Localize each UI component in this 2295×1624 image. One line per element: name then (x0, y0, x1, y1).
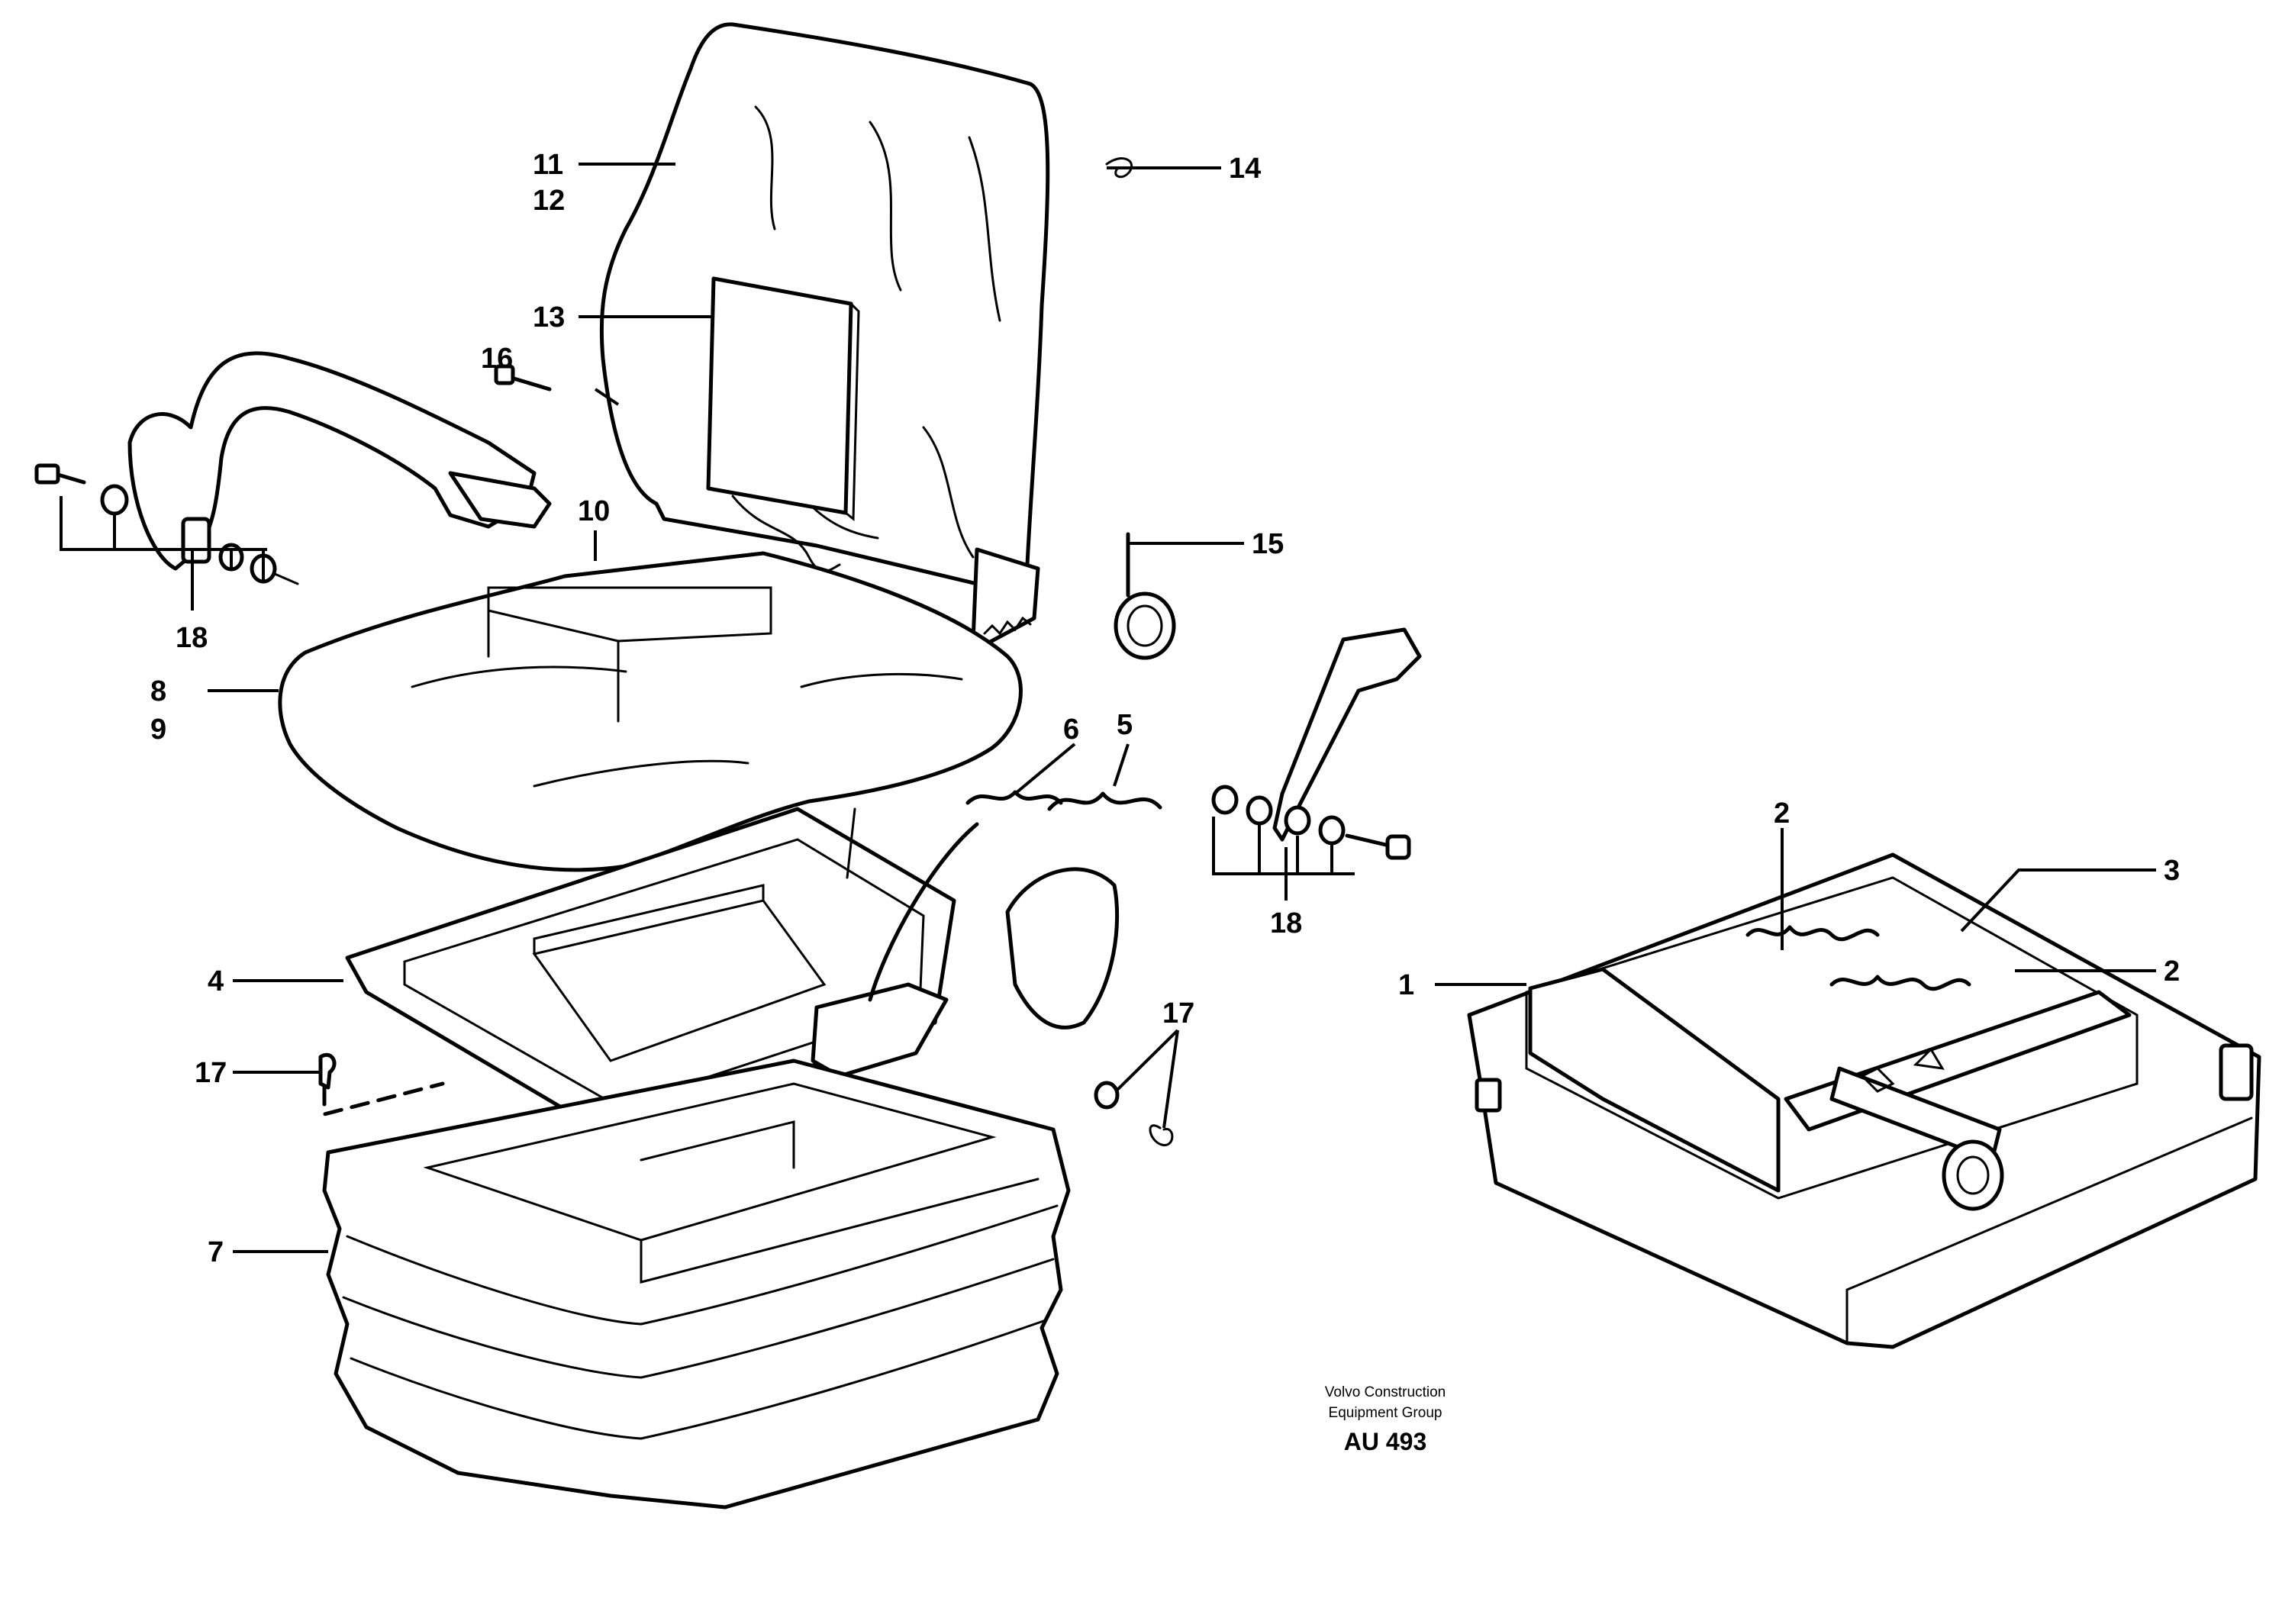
drawing-code: AU 493 (1344, 1428, 1427, 1455)
callout-10: 10 (578, 495, 610, 527)
callout-2-upper: 2 (1774, 798, 1790, 830)
credit-block: Volvo Construction Equipment Group AU 49… (1325, 1384, 1446, 1455)
seat-cushion (278, 551, 1023, 872)
seat-belt-left (34, 351, 552, 611)
seat-belt-buckle-right (1211, 627, 1422, 901)
callout-8: 8 (150, 675, 166, 707)
callout-13: 13 (533, 301, 565, 334)
callout-15: 15 (1252, 528, 1284, 560)
callout-4: 4 (208, 965, 224, 997)
callout-11: 11 (533, 149, 563, 181)
lumbar-pad (706, 276, 860, 572)
callout-labels: 11 12 14 13 16 10 18 8 9 15 6 5 18 2 3 1… (150, 149, 2180, 1268)
springs-5-6 (965, 790, 1162, 811)
callout-14: 14 (1229, 153, 1261, 185)
callout-1: 1 (1398, 969, 1414, 1001)
callout-9: 9 (150, 714, 166, 746)
bellows-base (322, 1058, 1071, 1510)
callout-3: 3 (2164, 855, 2180, 887)
credit-line-2: Equipment Group (1329, 1405, 1442, 1421)
callout-18-left: 18 (176, 622, 208, 654)
callout-16: 16 (481, 343, 513, 375)
seat-frame (345, 807, 1120, 1143)
callout-5: 5 (1117, 709, 1133, 741)
callout-7: 7 (208, 1236, 224, 1268)
callout-17-left: 17 (195, 1057, 227, 1089)
callout-6: 6 (1063, 714, 1079, 746)
credit-line-1: Volvo Construction (1325, 1384, 1446, 1400)
callout-leader-lines (208, 163, 2156, 1253)
callout-18-right: 18 (1270, 907, 1302, 939)
backrest-adjust-knob (971, 532, 1176, 660)
callout-2-lower: 2 (2164, 955, 2180, 988)
suspension-assembly (1467, 852, 2261, 1349)
callout-12: 12 (533, 185, 565, 217)
clip-and-screw (494, 157, 1133, 392)
callout-17-right: 17 (1162, 997, 1194, 1030)
clips-17 (318, 1053, 1174, 1146)
